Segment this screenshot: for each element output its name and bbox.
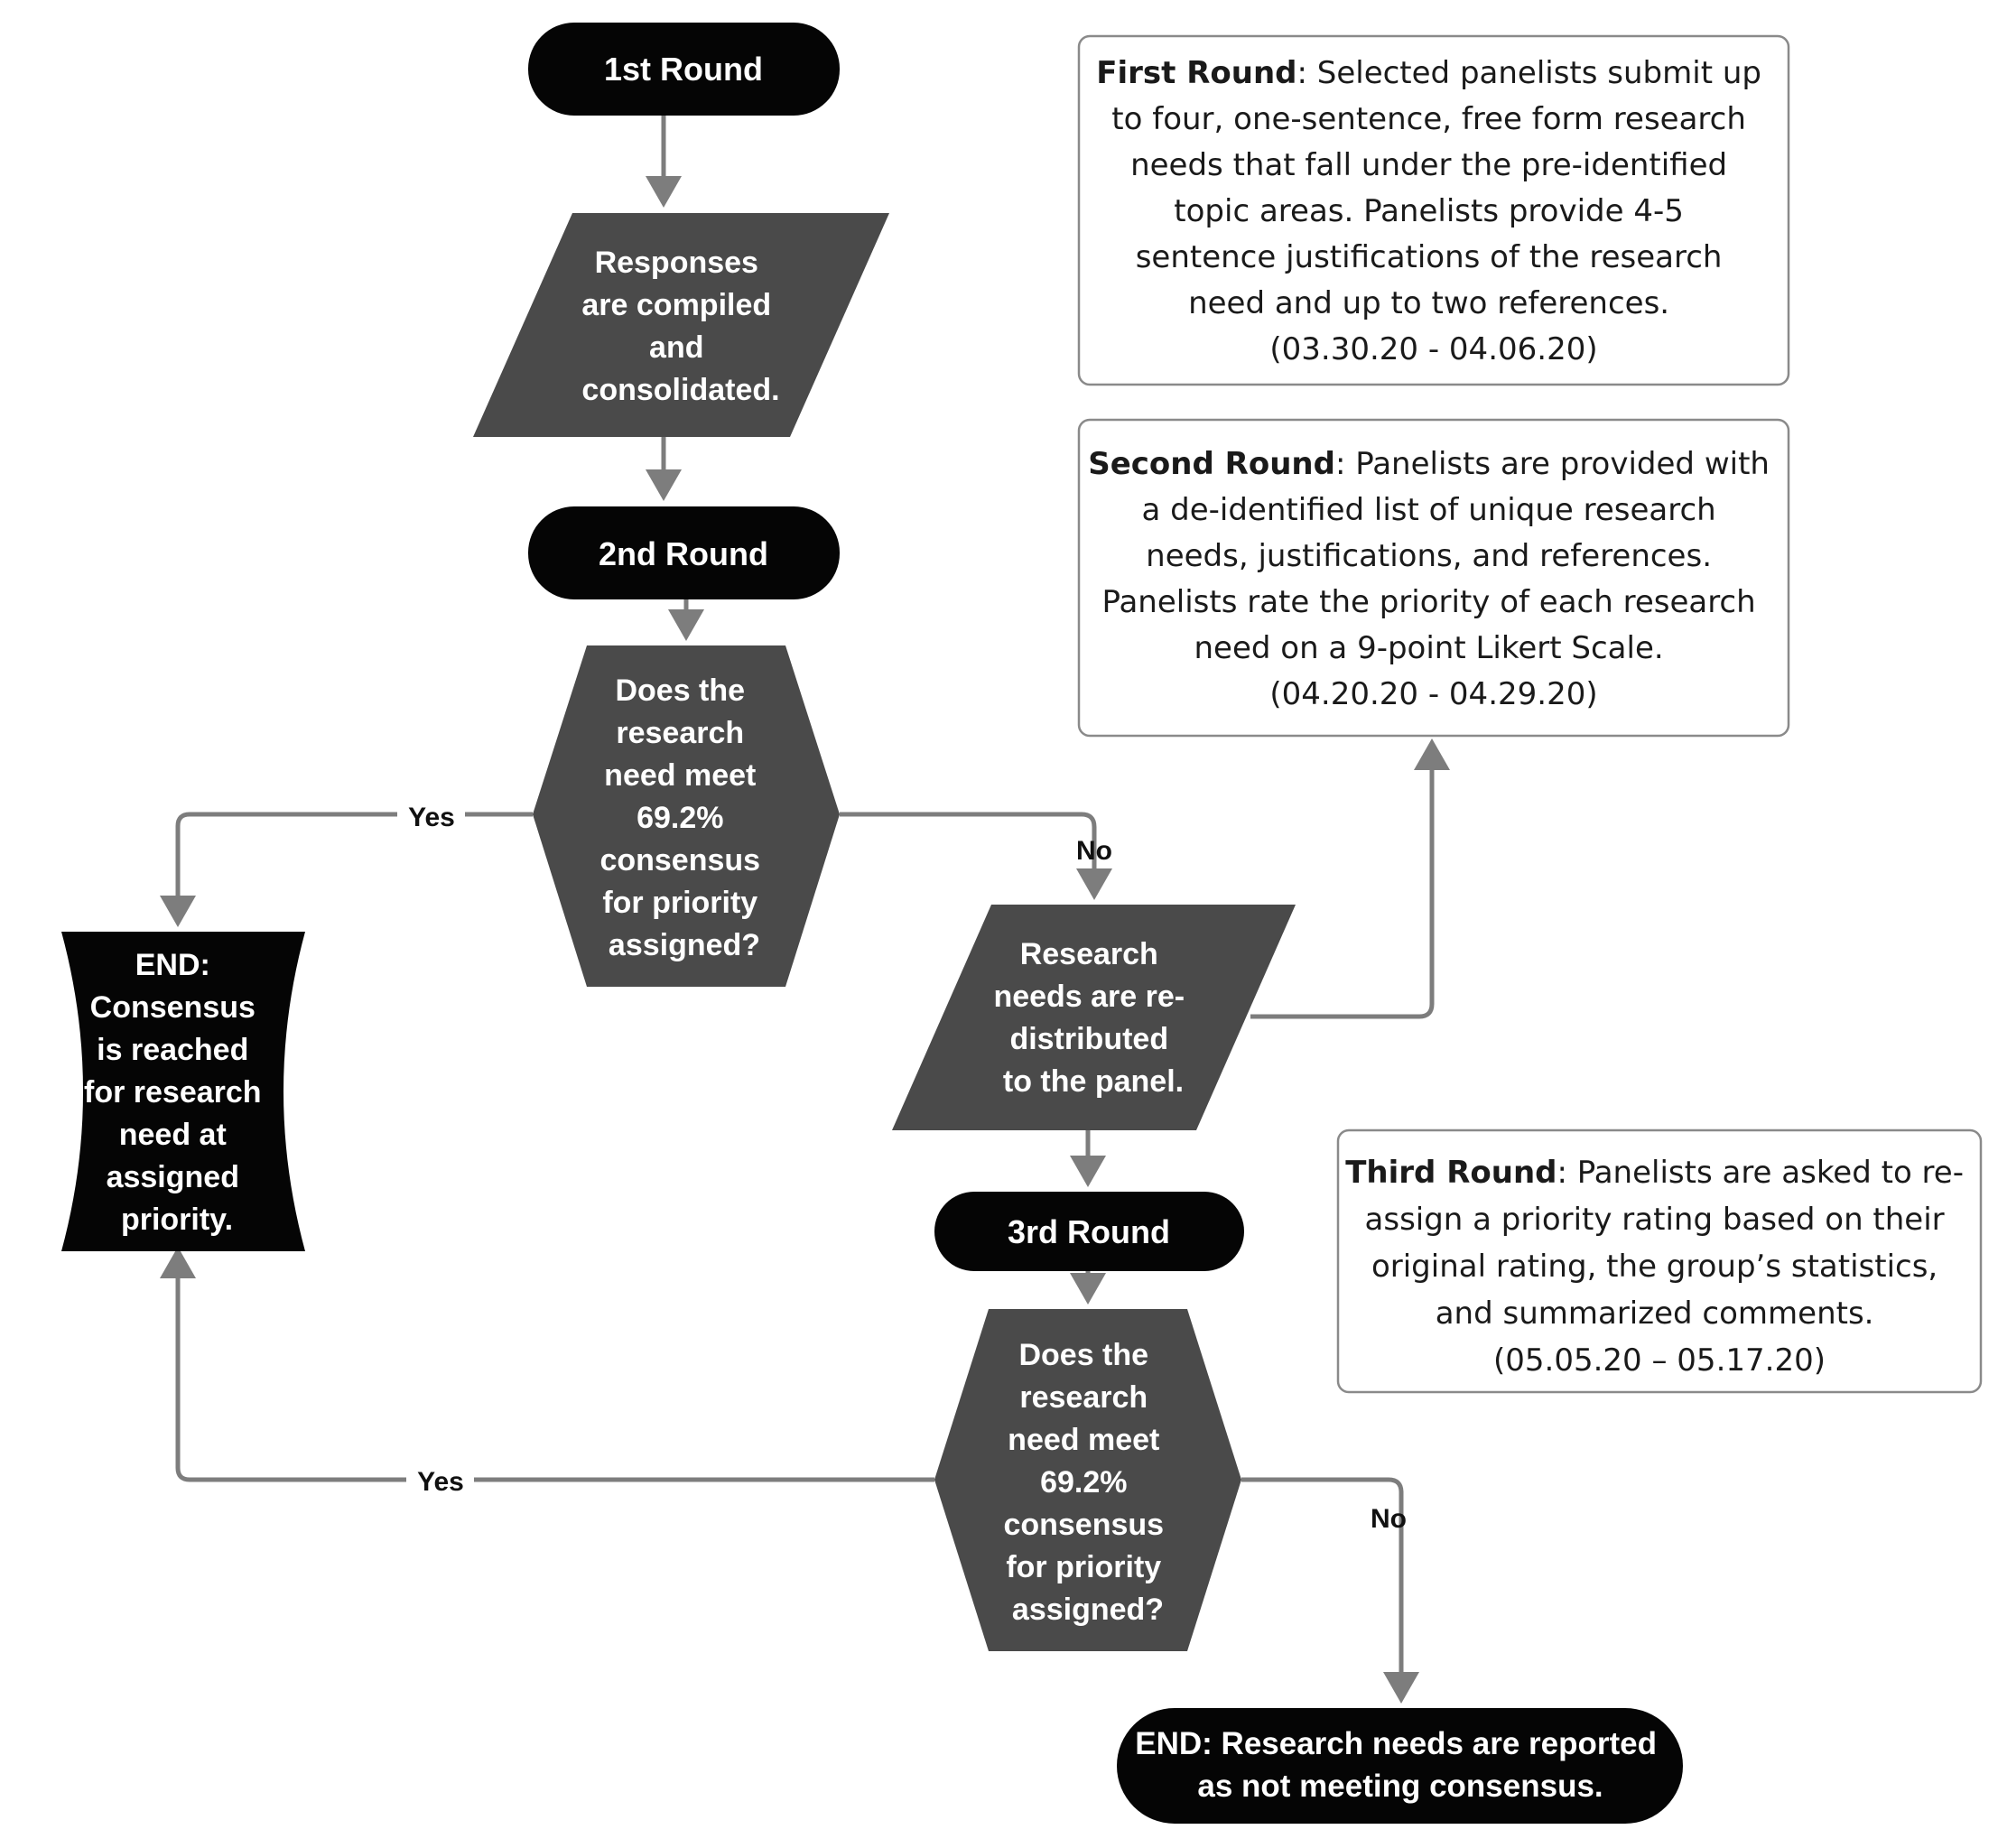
- first-round-line-6: need and up to two references.: [1188, 285, 1669, 321]
- third-round-line-3: original rating, the group’s statistics,: [1371, 1249, 1938, 1285]
- decision1-line-7: assigned?: [609, 928, 760, 962]
- end-no-consensus-line-2: as not meeting consensus.: [1197, 1769, 1603, 1804]
- third-round-line-1: : Panelists are asked to re-: [1557, 1155, 1963, 1191]
- round1-label: 1st Round: [604, 51, 763, 88]
- edge-labels: Yes No Yes No: [397, 798, 1407, 1534]
- edges: [160, 116, 1450, 1704]
- end-consensus-line-7: priority.: [121, 1203, 233, 1237]
- end-consensus-line-5: need at: [119, 1118, 227, 1152]
- first-round-line-3: needs that fall under the pre-identified: [1130, 147, 1727, 183]
- end-no-consensus-terminator: END: Research needs are reported as not …: [1117, 1708, 1683, 1824]
- third-round-note: Third Round: Panelists are asked to re- …: [1336, 1128, 1983, 1394]
- edge-decision1-yes: [160, 812, 533, 927]
- decision2-line-7: assigned?: [1012, 1593, 1164, 1627]
- decision1-line-2: research: [616, 716, 744, 750]
- decision2-text: Does the research need meet 69.2% consen…: [1003, 1338, 1172, 1627]
- round3-label: 3rd Round: [1008, 1213, 1170, 1250]
- round1-terminator: 1st Round: [528, 23, 840, 116]
- third-round-line-5: (05.05.20 – 05.17.20): [1493, 1342, 1826, 1379]
- decision2-line-2: research: [1019, 1380, 1148, 1415]
- compile-line-3: and: [649, 330, 703, 365]
- decision1-line-1: Does the: [615, 673, 745, 708]
- redistribute-text: Research needs are re- distributed to th…: [993, 937, 1193, 1099]
- edge-decision2-yes: [160, 1247, 934, 1482]
- end-consensus-line-1: END:: [135, 948, 210, 982]
- edge-decision2-no: [1241, 1477, 1419, 1704]
- edge-redistribute-to-second-note: [1250, 738, 1450, 1019]
- first-round-line-4: topic areas. Panelists provide 4-5: [1174, 193, 1684, 229]
- decision2-line-6: for priority: [1006, 1550, 1161, 1584]
- end-consensus-line-2: Consensus: [90, 990, 256, 1025]
- decision2-hexagon: Does the research need meet 69.2% consen…: [934, 1309, 1241, 1651]
- second-round-line-1: : Panelists are provided with: [1335, 446, 1770, 482]
- decision2-line-4: 69.2%: [1040, 1465, 1127, 1500]
- round2-label: 2nd Round: [599, 535, 768, 572]
- decision1-line-4: 69.2%: [637, 801, 723, 835]
- decision2-line-3: need meet: [1008, 1423, 1159, 1457]
- end-no-consensus-line-1: END: Research needs are reported: [1135, 1726, 1657, 1761]
- third-round-heading: Third Round: [1345, 1155, 1557, 1191]
- first-round-note-text: First Round: Selected panelists submit u…: [1096, 55, 1771, 367]
- first-round-heading: First Round: [1096, 55, 1296, 91]
- second-round-line-5: need on a 9-point Likert Scale.: [1194, 630, 1664, 666]
- second-round-line-6: (04.20.20 - 04.29.20): [1269, 676, 1597, 712]
- nodes: 1st Round Responses are compiled and con…: [61, 23, 1683, 1824]
- redistribute-line-2: needs are re-: [993, 980, 1185, 1014]
- third-round-note-text: Third Round: Panelists are asked to re- …: [1345, 1155, 1974, 1379]
- compile-text: Responses are compiled and consolidated.: [581, 246, 779, 407]
- decision1-line-6: for priority: [602, 886, 757, 920]
- second-round-note: Second Round: Panelists are provided wit…: [1077, 418, 1790, 738]
- end-consensus-line-3: is reached: [97, 1033, 248, 1067]
- third-round-line-4: and summarized comments.: [1436, 1295, 1874, 1332]
- end-consensus-line-6: assigned: [107, 1160, 239, 1194]
- decision1-line-5: consensus: [599, 843, 760, 878]
- third-round-line-2: assign a priority rating based on their: [1365, 1202, 1945, 1238]
- redistribute-line-1: Research: [1020, 937, 1158, 971]
- decision1-text: Does the research need meet 69.2% consen…: [599, 673, 768, 962]
- redistribute-line-4: to the panel.: [1003, 1064, 1184, 1099]
- redistribute-line-3: distributed: [1009, 1022, 1168, 1056]
- compile-line-2: are compiled: [581, 288, 771, 322]
- compile-line-4: consolidated.: [581, 373, 779, 407]
- round2-terminator: 2nd Round: [528, 506, 840, 599]
- decision2-line-1: Does the: [1018, 1338, 1148, 1372]
- first-round-note: First Round: Selected panelists submit u…: [1077, 34, 1790, 386]
- decision1-line-3: need meet: [604, 758, 756, 793]
- end-consensus-line-4: for research: [84, 1075, 262, 1110]
- decision2-yes-label: Yes: [417, 1467, 464, 1497]
- end-consensus-terminator: END: Consensus is reached for research n…: [61, 932, 305, 1251]
- second-round-note-text: Second Round: Panelists are provided wit…: [1088, 446, 1780, 712]
- round3-terminator: 3rd Round: [934, 1192, 1244, 1271]
- decision2-no-label: No: [1371, 1504, 1407, 1534]
- end-consensus-text: END: Consensus is reached for research n…: [84, 948, 270, 1237]
- second-round-line-4: Panelists rate the priority of each rese…: [1102, 584, 1756, 620]
- second-round-line-3: needs, justifications, and references.: [1146, 538, 1712, 574]
- decision2-line-5: consensus: [1003, 1508, 1164, 1542]
- notes: First Round: Selected panelists submit u…: [1077, 34, 1983, 1394]
- decision1-hexagon: Does the research need meet 69.2% consen…: [533, 645, 840, 987]
- first-round-line-1: : Selected panelists submit up: [1296, 55, 1761, 91]
- second-round-heading: Second Round: [1088, 446, 1335, 482]
- second-round-line-2: a de-identified list of unique research: [1141, 492, 1715, 528]
- first-round-line-2: to four, one-sentence, free form researc…: [1111, 101, 1746, 137]
- redistribute-process: Research needs are re- distributed to th…: [892, 905, 1296, 1130]
- decision1-no-label: No: [1076, 836, 1112, 866]
- edge-decision1-no: [840, 812, 1112, 900]
- compile-process: Responses are compiled and consolidated.: [473, 213, 889, 437]
- first-round-line-5: sentence justifications of the research: [1136, 239, 1723, 275]
- decision1-yes-label: Yes: [408, 803, 455, 832]
- compile-line-1: Responses: [595, 246, 758, 280]
- end-no-consensus-text: END: Research needs are reported as not …: [1135, 1726, 1665, 1804]
- first-round-line-7: (03.30.20 - 04.06.20): [1269, 331, 1597, 367]
